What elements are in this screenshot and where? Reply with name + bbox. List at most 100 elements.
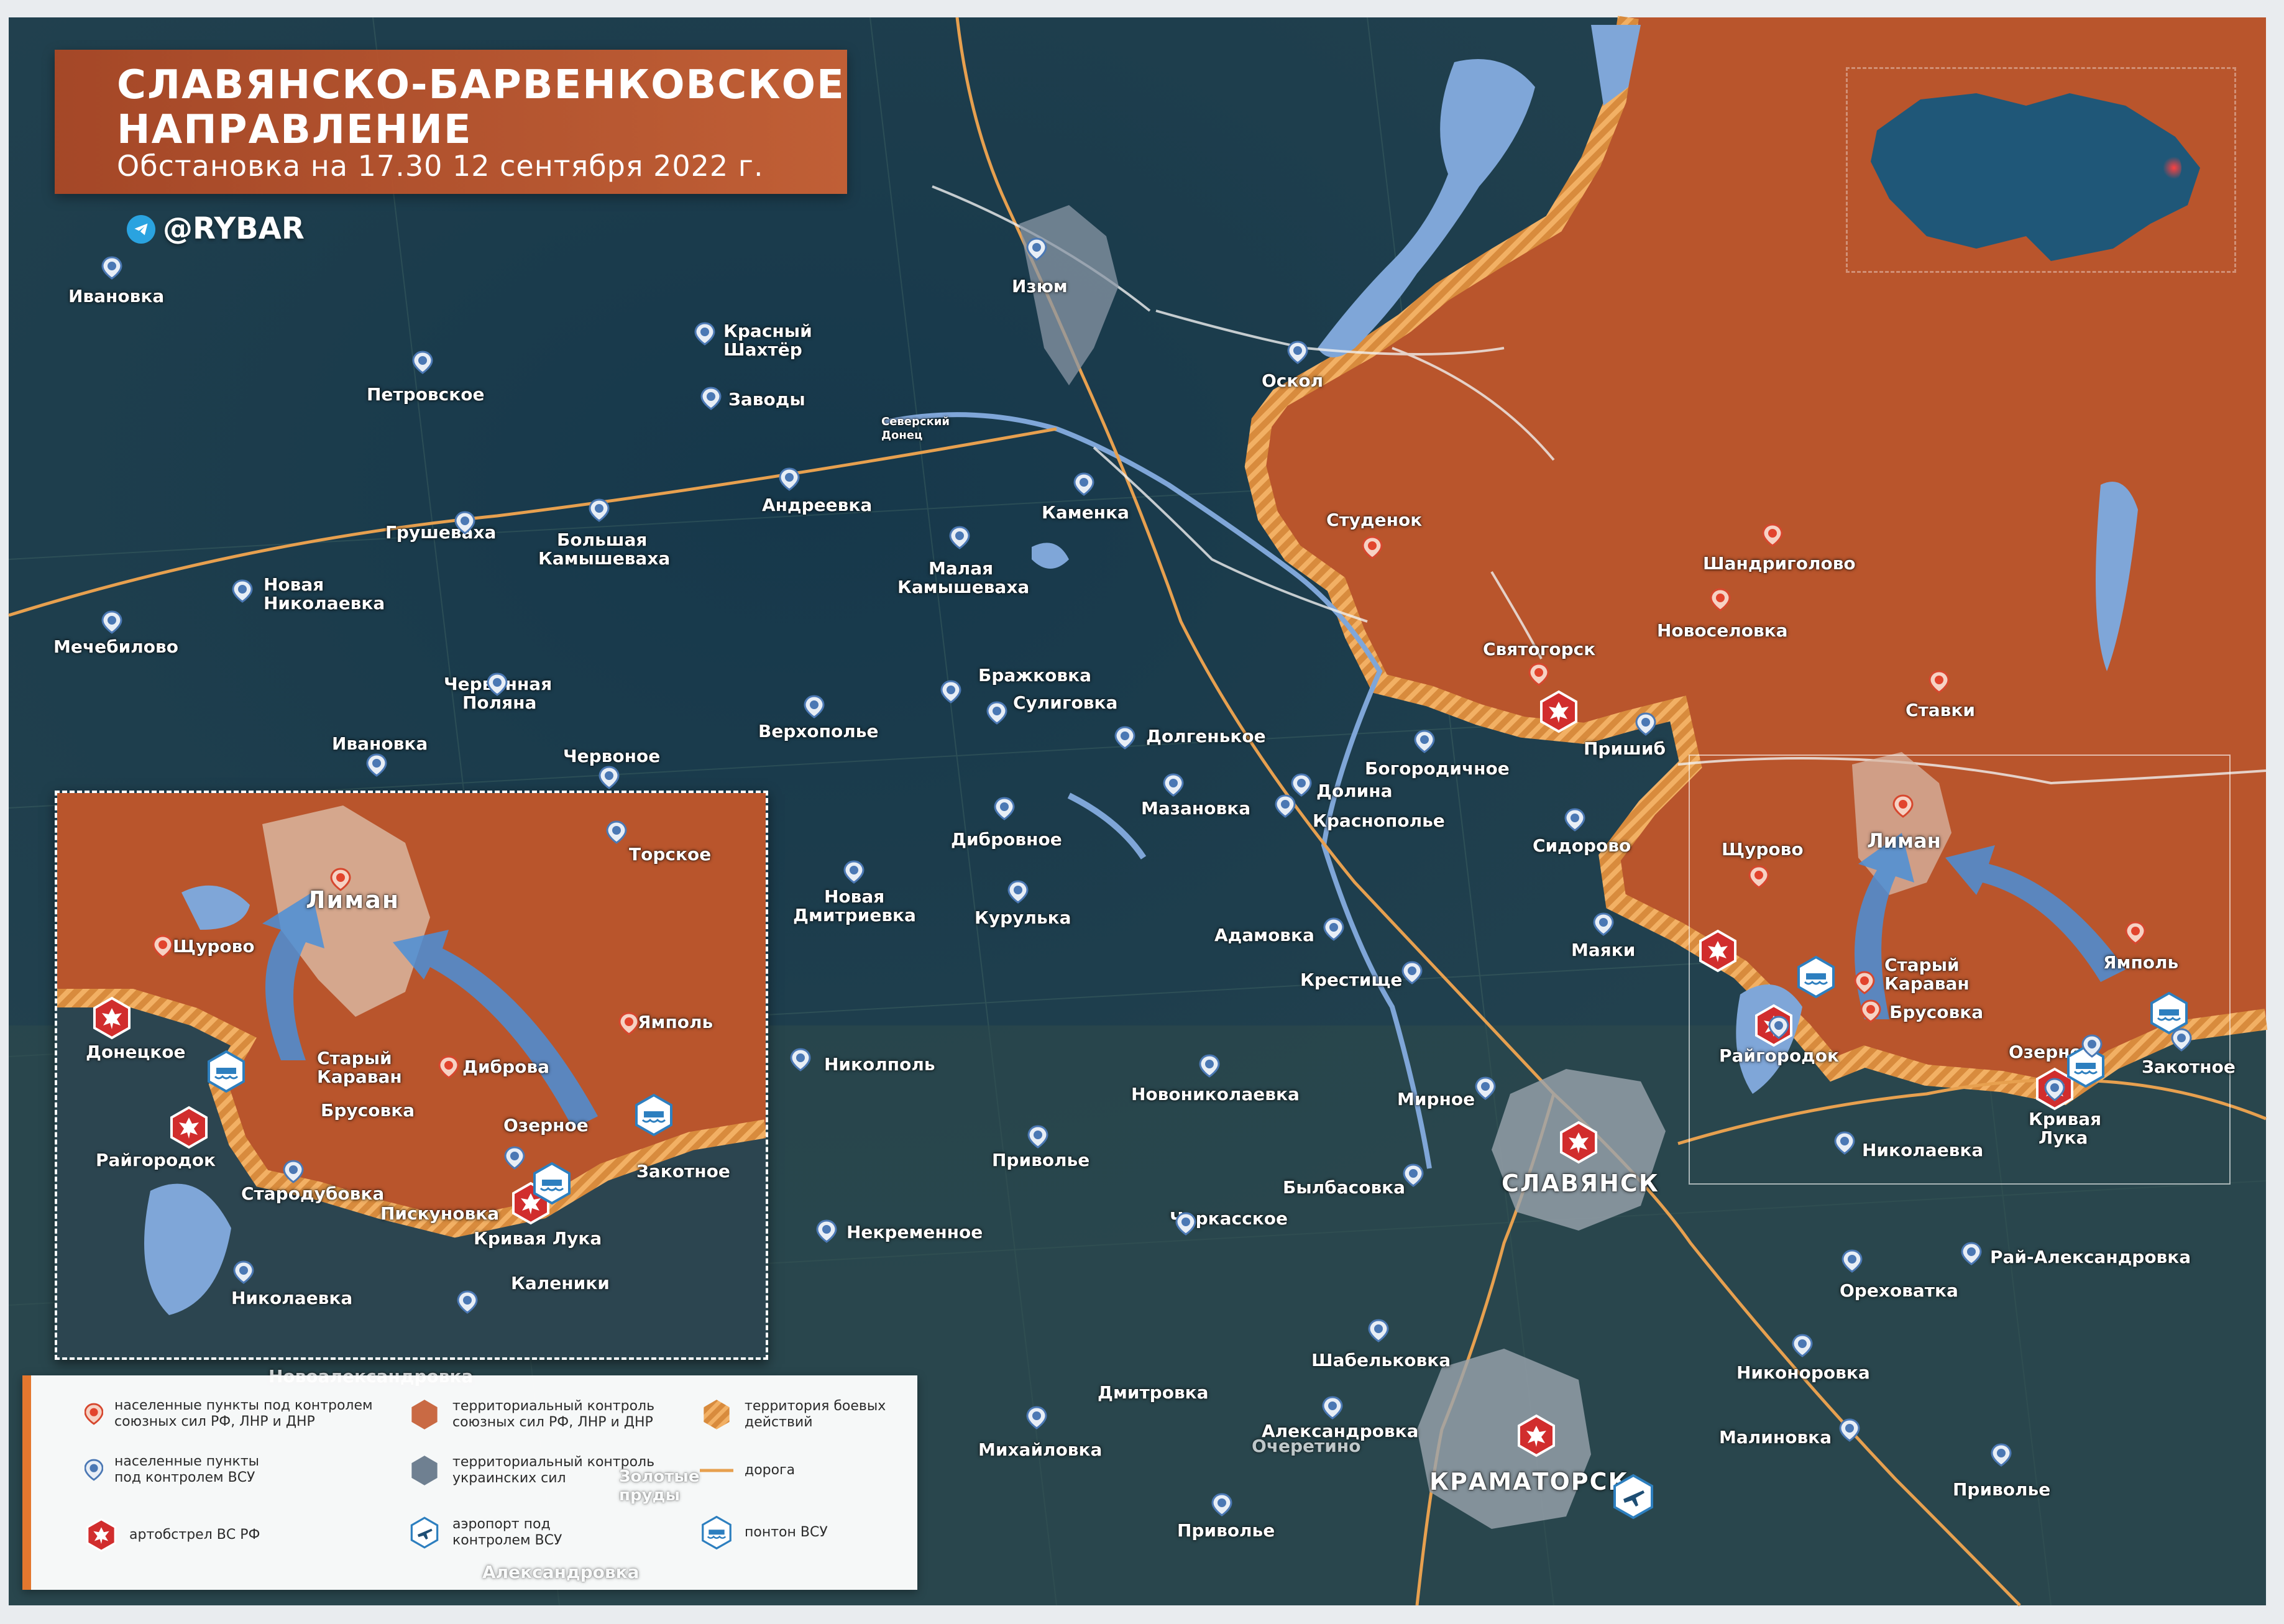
- ua-settlement-pin-icon: [2171, 1028, 2192, 1052]
- ua-settlement-pin-icon: [843, 860, 865, 884]
- ua-settlement-pin-icon: [599, 766, 620, 789]
- map-date-line: Обстановка на 17.30 12 сентября 2022 г.: [117, 149, 764, 183]
- ua-settlement-pin-icon: [1211, 1493, 1232, 1516]
- place-label-krasny-shakhter-1: Красный: [723, 321, 812, 341]
- ua-settlement-pin-icon: [940, 680, 961, 704]
- inset-krivaya-luka: Кривая Лука: [474, 1228, 602, 1249]
- ua-settlement-pin-icon: [949, 526, 970, 549]
- ua-settlement-pin-icon: [1841, 1249, 1863, 1273]
- ua-settlement-pin-icon: [1635, 712, 1656, 736]
- place-label-suligovka: Сулиговка: [1013, 692, 1118, 713]
- ua-settlement-pin-icon: [454, 511, 475, 534]
- place-label-nekremennoe: Некременное: [846, 1222, 983, 1242]
- ua-settlement-pin-icon: [101, 610, 122, 634]
- road-line-icon: [700, 1469, 733, 1472]
- ua-settlement-pin-icon: [1991, 1443, 2012, 1467]
- ua-settlement-pin-icon: [1401, 961, 1423, 984]
- place-label-studenok: Студенок: [1326, 510, 1423, 530]
- place-label-shabelkovka: Шабельковка: [1311, 1350, 1451, 1370]
- zoom-area: [1689, 755, 2231, 1185]
- place-label-veryopolye: Верхополье: [758, 721, 879, 741]
- kramatorsk-urban: [1417, 1349, 1591, 1529]
- place-label-bogorodichnoe: Богородичное: [1365, 758, 1510, 779]
- place-label-zakotnoe: Закотное: [2142, 1057, 2236, 1077]
- ua-settlement-pin-icon: [1026, 237, 1047, 261]
- place-label-stavki: Ставки: [1906, 700, 1976, 720]
- place-label-pryshyb: Пришиб: [1584, 738, 1666, 759]
- ua-settlement-pin-icon: [1175, 1212, 1196, 1236]
- ru-territory-icon: [411, 1400, 438, 1429]
- legend-accent: [22, 1375, 31, 1590]
- ua-settlement-pin-icon: [1564, 808, 1585, 832]
- ua-settlement-pin-icon: [694, 322, 715, 346]
- place-label-malaya-2: Камышеваха: [897, 577, 1030, 597]
- place-label-privolye-c: Приволье: [992, 1150, 1090, 1170]
- ua-settlement-pin-icon: [1007, 880, 1029, 904]
- map-title-line1: СЛАВЯНСКО-БАРВЕНКОВСКОЕ: [117, 62, 845, 108]
- ru-settlement-pin-icon: [1854, 971, 1875, 994]
- place-label-mirnoe: Мирное: [1397, 1089, 1475, 1109]
- legend-pontoon: понтон ВСУ: [700, 1516, 828, 1549]
- ru-control-zone: [1255, 17, 2266, 1094]
- ua-settlement-pin-icon: [1768, 1016, 1789, 1039]
- place-label-privolye-e: Приволье: [1953, 1479, 2051, 1500]
- legend-shelling: артобстрел ВС РФ: [85, 1518, 260, 1552]
- frontline: [1244, 16, 2268, 1106]
- channel-handle[interactable]: @RYBAR: [163, 211, 305, 246]
- place-label-mikhaylovka: Михайловка: [978, 1439, 1103, 1460]
- inset-kaleniki: Каленики: [511, 1273, 610, 1293]
- ua-settlement-pin-icon: [1163, 773, 1184, 797]
- ua-settlement-pin-icon: [589, 498, 610, 522]
- ru-settlement-pin-icon: [1762, 523, 1783, 547]
- place-label-novonikolaevka: Новониколаевка: [1131, 1084, 1300, 1104]
- place-label-kamenka: Каменка: [1042, 502, 1129, 523]
- ua-settlement-pin-icon: [1275, 794, 1296, 818]
- place-label-brusovka: Брусовка: [1889, 1002, 1984, 1022]
- ru-settlement-pin-icon: [1748, 865, 1769, 889]
- place-label-dmitrovka: Дмитровка: [1098, 1382, 1209, 1403]
- city-kramatorsk: КРАМАТОРСК: [1429, 1468, 1629, 1495]
- ru-settlement-pin-icon: [1860, 999, 1881, 1023]
- place-label-dolgenkoe: Долгенькое: [1146, 726, 1266, 746]
- ua-arrow-2: [1945, 845, 2126, 982]
- place-label-krestische: Крестище: [1300, 970, 1403, 990]
- place-label-krivaya-luka-2: Лука: [2039, 1127, 2088, 1148]
- ua-settlement-pin-icon: [700, 387, 722, 410]
- place-label-kurulka: Курулька: [975, 907, 1071, 928]
- place-label-privolye-s: Приволье: [1177, 1520, 1275, 1541]
- ua-settlement-pin-icon: [1291, 773, 1312, 797]
- ua-settlement-pin-icon: [1403, 1163, 1424, 1187]
- place-label-schurovo: Щурово: [1722, 839, 1804, 860]
- ru-settlement-pin-icon: [1929, 670, 1950, 694]
- place-label-nikopol: Николполь: [824, 1054, 935, 1075]
- ua-settlement-pin-icon: [1073, 472, 1094, 496]
- ua-territory-icon: [411, 1456, 438, 1485]
- place-label-stary-karavan-2: Караван: [1884, 973, 1970, 994]
- place-label-novoselovka: Новоселовка: [1657, 620, 1788, 641]
- place-label-krasnopolye: Краснополье: [1313, 810, 1445, 831]
- inset-liman: Лиман: [306, 886, 400, 914]
- inset-piskunovka: Пискуновка: [380, 1203, 500, 1224]
- reservoir-north: [1591, 25, 1641, 106]
- ru-settlement-pin-icon: [1362, 536, 1383, 559]
- place-label-petrovskoe: Петровское: [367, 384, 485, 405]
- place-label-andreevka: Андреевка: [762, 495, 873, 515]
- ua-settlement-pin-icon: [1792, 1334, 1813, 1357]
- airport-icon: [410, 1516, 439, 1549]
- title-banner: СЛАВЯНСКО-БАРВЕНКОВСКОЕ НАПРАВЛЕНИЕ Обст…: [55, 50, 847, 194]
- telegram-icon[interactable]: [127, 215, 155, 244]
- place-label-shandrigolovo: Шандриголово: [1703, 553, 1856, 574]
- ru-settlement-pin-icon: [2125, 921, 2146, 945]
- place-label-dolina: Долина: [1316, 781, 1393, 801]
- ua-settlement-pin-icon: [816, 1219, 837, 1243]
- ua-settlement-pin-icon: [1834, 1131, 1855, 1155]
- place-label-bolshaya-1: Большая: [557, 530, 648, 550]
